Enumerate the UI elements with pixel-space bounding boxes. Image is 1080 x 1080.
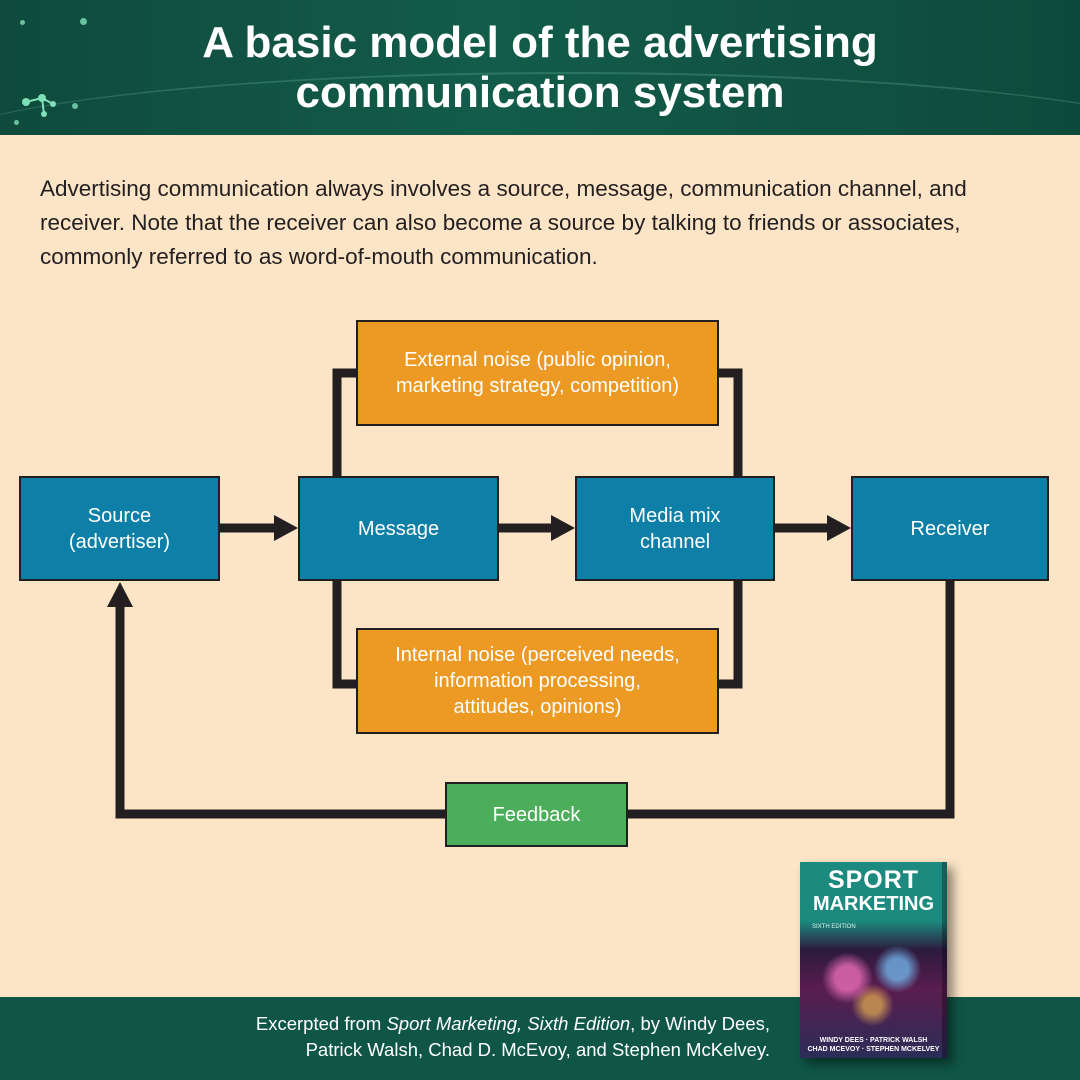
internal-noise-line: information processing, (434, 670, 641, 692)
message-box: Message (298, 476, 499, 581)
connector-message-internal-noise (332, 580, 358, 689)
connector-external-noise-media (718, 368, 743, 477)
page-title: A basic model of the advertising communi… (0, 18, 1080, 118)
citation-book-title: Sport Marketing, Sixth Edition (386, 1013, 631, 1034)
book-cover-art (810, 942, 935, 1032)
external-noise-line: External noise (public opinion, (404, 349, 671, 371)
decor-dot (14, 120, 19, 125)
book-edition: SIXTH EDITION (812, 924, 856, 930)
arrowhead-right (274, 515, 298, 541)
decor-dot (80, 18, 87, 25)
media-label: Media mix (629, 504, 721, 527)
header-swoosh (0, 72, 1080, 135)
source-sublabel: (advertiser) (68, 530, 171, 553)
decor-dot (20, 20, 25, 25)
internal-noise-line: Internal noise (perceived needs, (395, 644, 680, 666)
feedback-box: Feedback (445, 782, 628, 847)
citation-suffix: , by Windy Dees, (630, 1013, 770, 1034)
source-box: Source (advertiser) (19, 476, 220, 581)
citation-prefix: Excerpted from (255, 1013, 387, 1034)
molecule-icon (22, 94, 56, 117)
internal-noise-box: Internal noise (perceived needs, informa… (356, 628, 719, 734)
external-noise-box: External noise (public opinion, marketin… (356, 320, 719, 426)
header-banner: A basic model of the advertising communi… (0, 0, 1080, 135)
source-label: Source (87, 504, 152, 527)
title-line: communication system (295, 68, 785, 117)
internal-noise-line: attitudes, opinions) (453, 696, 622, 718)
connector-feedback-source (115, 606, 446, 819)
book-title-line: MARKETING (812, 893, 935, 915)
citation-authors: Patrick Walsh, Chad D. McEvoy, and Steph… (305, 1039, 770, 1060)
message-label: Message (357, 517, 440, 540)
connector-internal-noise-media (718, 580, 743, 689)
arrowhead-right (827, 515, 851, 541)
book-authors-line: WINDY DEES · PATRICK WALSH (819, 1037, 928, 1044)
connector-message-external-noise (332, 368, 358, 477)
title-line: A basic model of the advertising (202, 18, 878, 67)
book-authors: WINDY DEES · PATRICK WALSH CHAD MCEVOY ·… (800, 1036, 947, 1054)
book-spine (942, 862, 947, 1058)
citation: Excerpted from Sport Marketing, Sixth Ed… (256, 1011, 770, 1063)
intro-paragraph: Advertising communication always involve… (40, 176, 967, 269)
media-sublabel: channel (639, 530, 711, 553)
arrowhead-right (551, 515, 575, 541)
receiver-box: Receiver (851, 476, 1049, 581)
book-cover-image: SPORT MARKETING SIXTH EDITION WINDY DEES… (800, 862, 947, 1058)
book-authors-line: CHAD MCEVOY · STEPHEN MCKELVEY (807, 1046, 940, 1053)
book-title-line: SPORT (827, 866, 920, 894)
media-mix-channel-box: Media mix channel (575, 476, 775, 581)
external-noise-line: marketing strategy, competition) (395, 375, 680, 397)
feedback-label: Feedback (492, 803, 581, 826)
arrowhead-up (107, 582, 133, 607)
receiver-label: Receiver (910, 517, 990, 540)
decor-dot (72, 103, 78, 109)
connector-receiver-feedback (628, 580, 955, 819)
